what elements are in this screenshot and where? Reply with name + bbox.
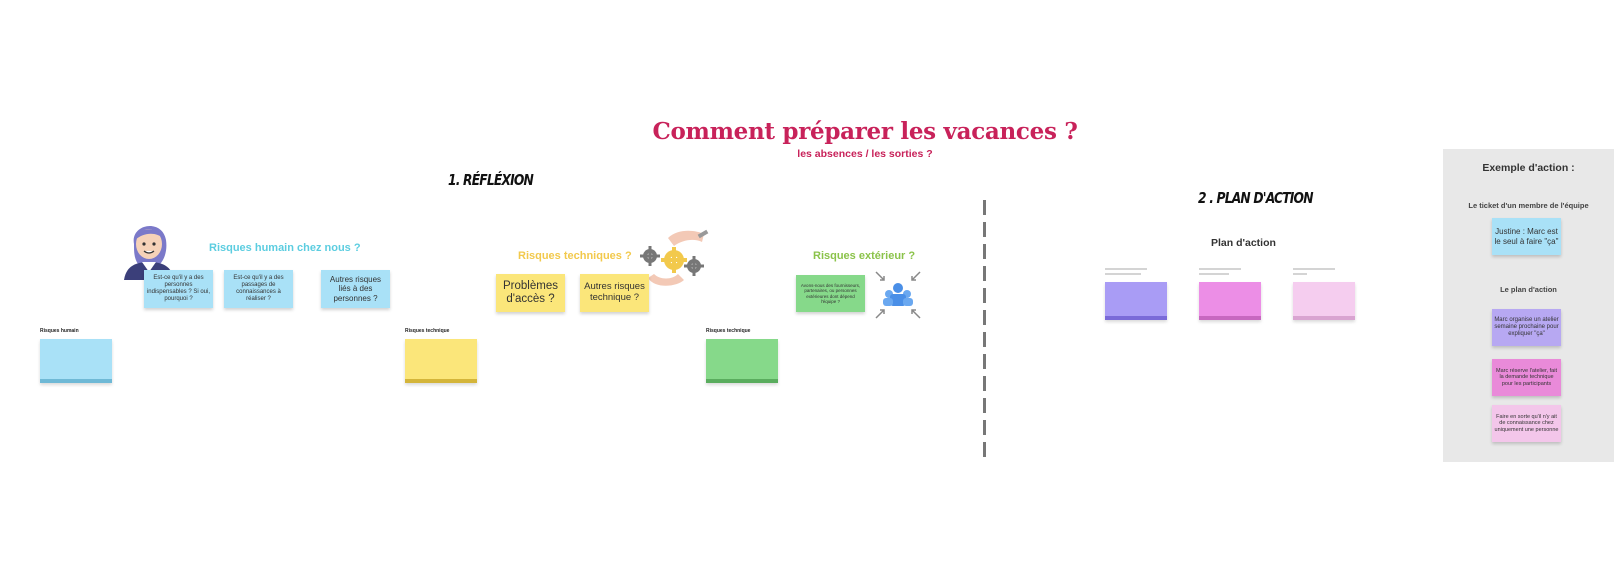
sticky-pile-plan-2[interactable] [1199, 282, 1261, 320]
example-panel-title: Exemple d'action : [1482, 162, 1575, 174]
pile-edge [40, 379, 112, 383]
sticky-pile-external[interactable] [706, 339, 778, 383]
sticky-pile-plan-1[interactable] [1105, 282, 1167, 320]
example-plan-label: Le plan d'action [1500, 285, 1557, 294]
sticky-note-human-2[interactable]: Est-ce qu'il y a des passages de connais… [224, 270, 293, 308]
sticky-note-technical-1[interactable]: Problèmes d'accès ? [496, 274, 565, 312]
sticky-note-human-1[interactable]: Est-ce qu'il y a des personnes indispens… [144, 270, 213, 308]
page-subtitle: les absences / les sorties ? [797, 148, 933, 160]
plan-column-2 [1199, 268, 1263, 324]
example-action-note-3[interactable]: Faire en sorte qu'il n'y ait de connaiss… [1492, 405, 1561, 442]
sticky-pile-human[interactable] [40, 339, 112, 383]
example-ticket-note[interactable]: Justine : Marc est le seul à faire "ça" [1492, 218, 1561, 255]
example-action-note-2[interactable]: Marc réserve l'atelier, fait la demande … [1492, 359, 1561, 396]
plan-column-1 [1105, 268, 1169, 324]
risk-technical-title: Risques techniques ? [518, 250, 632, 262]
sticky-note-external-1[interactable]: Avons-nous des fournisseurs, partenaires… [796, 275, 865, 312]
section-plan-action-heading: 2 . PLAN D'ACTION [1198, 189, 1313, 207]
sticky-note-human-3[interactable]: Autres risques liés à des personnes ? [321, 270, 390, 308]
plan-action-title: Plan d'action [1211, 237, 1276, 249]
pile-edge [1105, 316, 1167, 320]
plan-column-3 [1293, 268, 1357, 324]
team-network-icon [872, 270, 924, 320]
gears-hands-illustration [638, 228, 712, 292]
pile-edge [1199, 316, 1261, 320]
pile-edge [1293, 316, 1355, 320]
risk-human-title: Risques humain chez nous ? [209, 242, 361, 254]
risk-external-title: Risques extérieur ? [813, 250, 916, 262]
pile-edge [405, 379, 477, 383]
page-title: Comment préparer les vacances ? [652, 118, 1078, 145]
pile-label-external: Risques technique [706, 328, 751, 334]
example-action-panel: Exemple d'action : Le ticket d'un membre… [1443, 149, 1614, 462]
sticky-pile-plan-3[interactable] [1293, 282, 1355, 320]
example-action-note-1[interactable]: Marc organise un atelier semaine prochai… [1492, 309, 1561, 346]
pile-label-human: Risques humain [40, 328, 79, 334]
pile-label-technical: Risques technique [405, 328, 450, 334]
section-reflexion-heading: 1. RÉFLÉXION [448, 171, 534, 189]
example-ticket-label: Le ticket d'un membre de l'équipe [1468, 201, 1589, 210]
sticky-pile-technical[interactable] [405, 339, 477, 383]
sticky-note-technical-2[interactable]: Autres risques technique ? [580, 274, 649, 312]
pile-edge [706, 379, 778, 383]
